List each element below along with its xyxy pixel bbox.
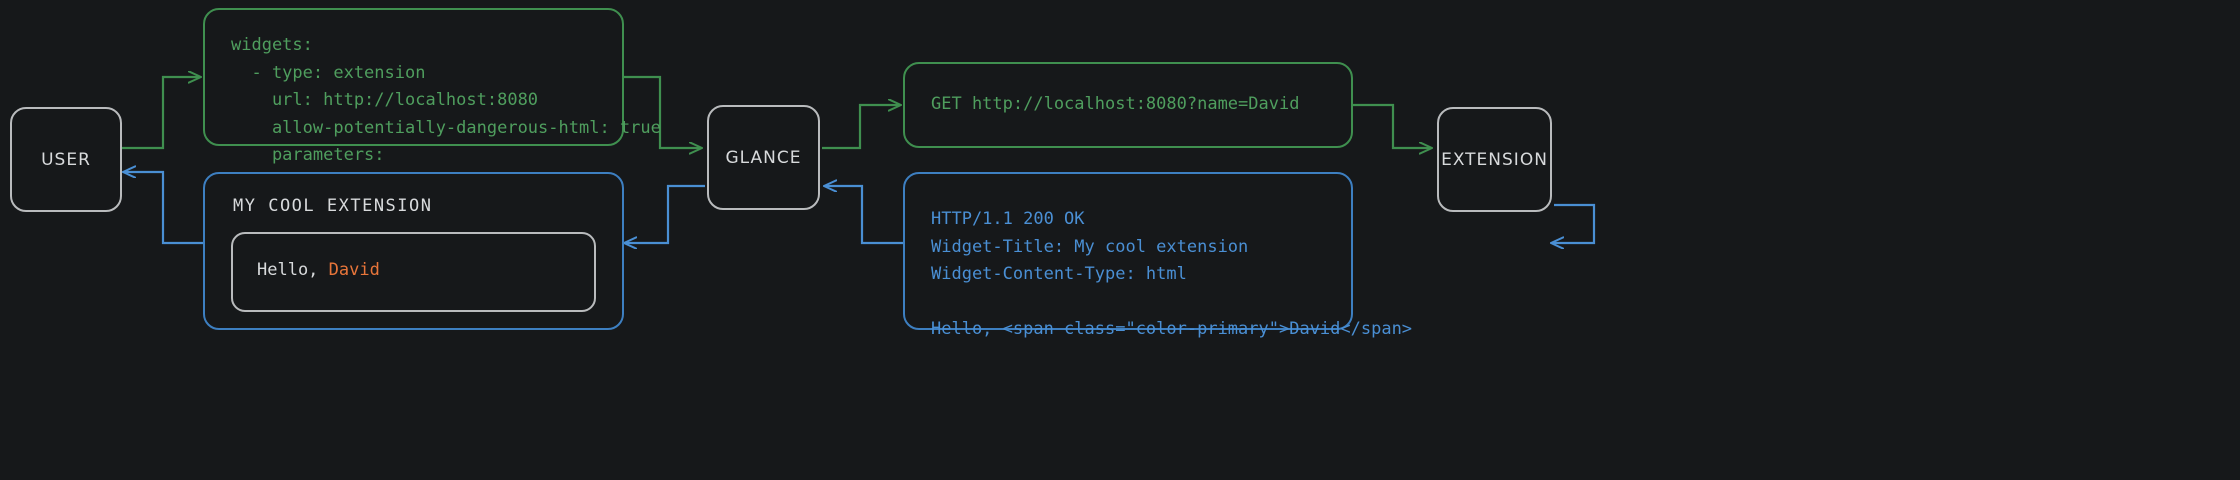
panel-http-request: GET http://localhost:8080?name=David — [903, 62, 1353, 148]
node-glance-label: GLANCE — [725, 147, 802, 168]
widget-title: MY COOL EXTENSION — [233, 196, 433, 216]
edge-response-to-glance — [825, 186, 904, 245]
node-user[interactable]: USER — [10, 107, 122, 212]
node-glance[interactable]: GLANCE — [707, 105, 820, 210]
http-response-code: HTTP/1.1 200 OK Widget-Title: My cool ex… — [931, 209, 1413, 340]
panel-config-yaml: widgets: - type: extension url: http://l… — [203, 8, 661, 193]
panel-rendered-widget: MY COOL EXTENSION Hello, David — [203, 172, 624, 330]
edge-user-to-config — [122, 77, 200, 150]
edge-widget-to-user — [124, 172, 203, 245]
edge-extension-to-response — [1552, 203, 1596, 243]
panel-http-response: HTTP/1.1 200 OK Widget-Title: My cool ex… — [903, 172, 1412, 339]
http-request-code: GET http://localhost:8080?name=David — [931, 94, 1300, 115]
widget-card: Hello, David — [231, 232, 596, 312]
node-extension[interactable]: EXTENSION — [1437, 107, 1552, 212]
widget-body-accent: David — [328, 260, 380, 280]
edge-glance-to-widget — [625, 184, 705, 243]
widget-body-prefix: Hello, — [257, 260, 329, 280]
node-extension-label: EXTENSION — [1441, 149, 1548, 170]
widget-body: Hello, David — [257, 260, 570, 280]
node-user-label: USER — [41, 149, 91, 170]
edge-request-to-extension — [1352, 103, 1431, 148]
edge-glance-to-request — [822, 105, 900, 150]
